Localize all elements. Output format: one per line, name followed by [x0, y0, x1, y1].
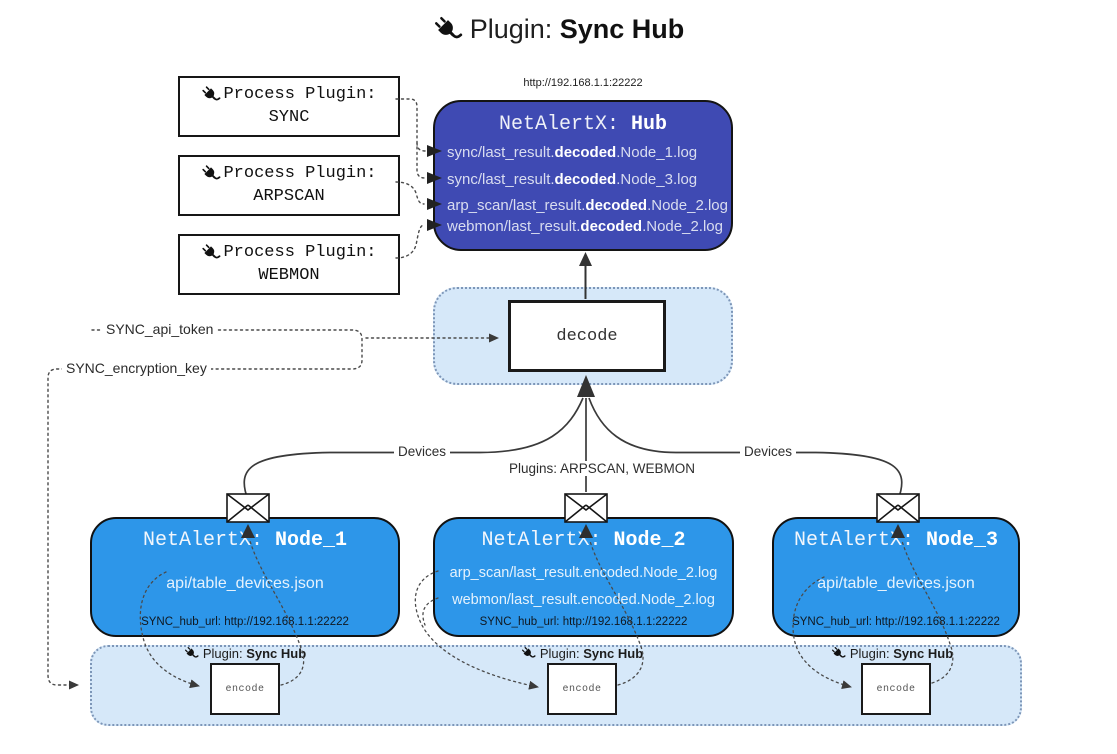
- encode-band-plugin-label: Plugin: Sync Hub: [135, 645, 355, 662]
- plug-icon: [183, 646, 199, 661]
- process-plugin-name: WEBMON: [258, 265, 320, 285]
- devices-label-right: Devices: [740, 444, 797, 459]
- process-plugin-webmon: Process Plugin: WEBMON: [178, 234, 400, 295]
- process-plugin-header: Process Plugin:: [223, 243, 377, 263]
- page-title-text: Plugin: Sync Hub: [469, 14, 685, 44]
- hub-log-line: sync/last_result.decoded.Node_1.log: [447, 144, 698, 161]
- sync-api-token-label: SYNC_api_token: [102, 321, 218, 337]
- process-plugin-arpscan: Process Plugin: ARPSCAN: [178, 155, 400, 216]
- hub-title: NetAlertX: Hub: [498, 113, 668, 136]
- hub-url: http://192.168.1.1:22222: [523, 77, 643, 89]
- process-plugin-name: ARPSCAN: [253, 186, 325, 206]
- decode-box: decode: [508, 300, 666, 372]
- hub-log-line: webmon/last_result.decoded.Node_2.log: [447, 218, 723, 235]
- sync-encryption-key-label: SYNC_encryption_key: [62, 360, 211, 376]
- process-plugin-header: Process Plugin:: [223, 164, 377, 184]
- encode-band-plugin-label: Plugin: Sync Hub: [782, 645, 1002, 662]
- hub-log-line: arp_scan/last_result.decoded.Node_2.log: [447, 197, 728, 214]
- devices-label-left: Devices: [394, 444, 451, 459]
- encode-band-plugin-label: Plugin: Sync Hub: [472, 645, 692, 662]
- page-title: Plugin: Sync Hub: [0, 14, 1117, 45]
- plugins-label-center: Plugins: ARPSCAN, WEBMON: [505, 461, 700, 476]
- hub-log-line: sync/last_result.decoded.Node_3.log: [447, 171, 698, 188]
- process-plugin-name: SYNC: [268, 107, 310, 127]
- plug-icon: [830, 646, 846, 661]
- plug-icon: [520, 646, 536, 661]
- process-plugin-header: Process Plugin:: [223, 85, 377, 105]
